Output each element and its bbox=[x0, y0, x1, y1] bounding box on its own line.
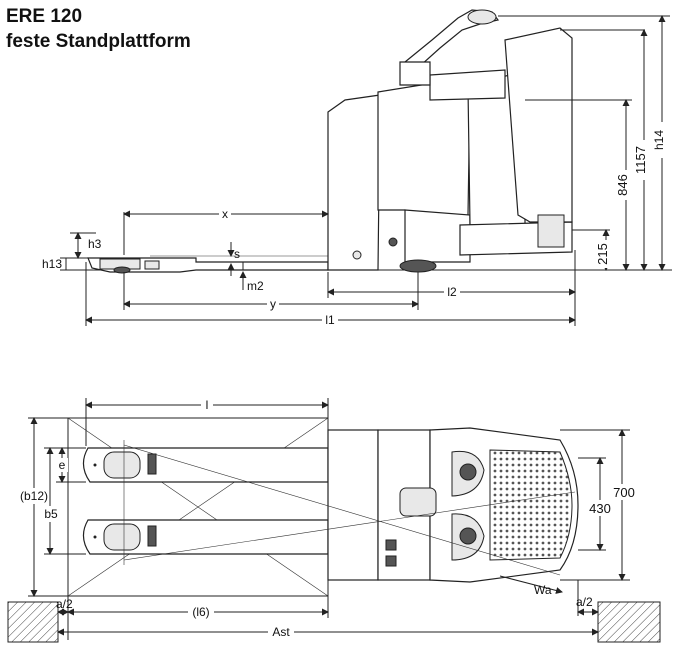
label-wa: Wa bbox=[534, 583, 552, 597]
fork-side bbox=[87, 255, 329, 273]
label-b5: b5 bbox=[44, 507, 58, 521]
label-h14: h14 bbox=[652, 130, 666, 150]
wall-left bbox=[7, 601, 59, 643]
label-846: 846 bbox=[615, 174, 630, 196]
truck-body-top bbox=[327, 427, 579, 583]
fork-top bbox=[82, 447, 329, 555]
top-view: l e (b12) b5 700 430 Wa bbox=[7, 397, 661, 643]
title-variant: feste Standplattform bbox=[6, 31, 191, 52]
side-view: x h3 h13 s m2 y l2 l1 bbox=[42, 9, 672, 327]
wall-right bbox=[597, 601, 661, 643]
label-e: e bbox=[59, 458, 66, 472]
label-430: 430 bbox=[589, 501, 611, 516]
label-s: s bbox=[234, 247, 240, 261]
label-l: l bbox=[206, 398, 209, 412]
label-x: x bbox=[222, 207, 228, 221]
label-ast: Ast bbox=[272, 625, 290, 639]
label-h3: h3 bbox=[88, 237, 102, 251]
drive-wheel bbox=[399, 259, 437, 273]
tiller-side bbox=[399, 9, 500, 86]
diagram-title: ERE 120 feste Standplattform bbox=[6, 4, 191, 54]
label-215: 215 bbox=[595, 243, 610, 265]
truck-chassis-side bbox=[327, 27, 573, 271]
label-l2: l2 bbox=[447, 285, 457, 299]
load-wheel bbox=[113, 266, 131, 274]
label-1157: 1157 bbox=[633, 146, 648, 174]
title-model: ERE 120 bbox=[6, 6, 83, 27]
label-l6: (l6) bbox=[192, 605, 209, 619]
label-a2-right: a/2 bbox=[576, 595, 593, 609]
label-h13: h13 bbox=[42, 257, 62, 271]
label-b12: (b12) bbox=[20, 489, 48, 503]
label-700: 700 bbox=[613, 485, 635, 500]
label-l1: l1 bbox=[325, 313, 335, 327]
label-a2-left: a/2 bbox=[56, 597, 73, 611]
label-y: y bbox=[270, 297, 276, 311]
label-m2: m2 bbox=[247, 279, 264, 293]
